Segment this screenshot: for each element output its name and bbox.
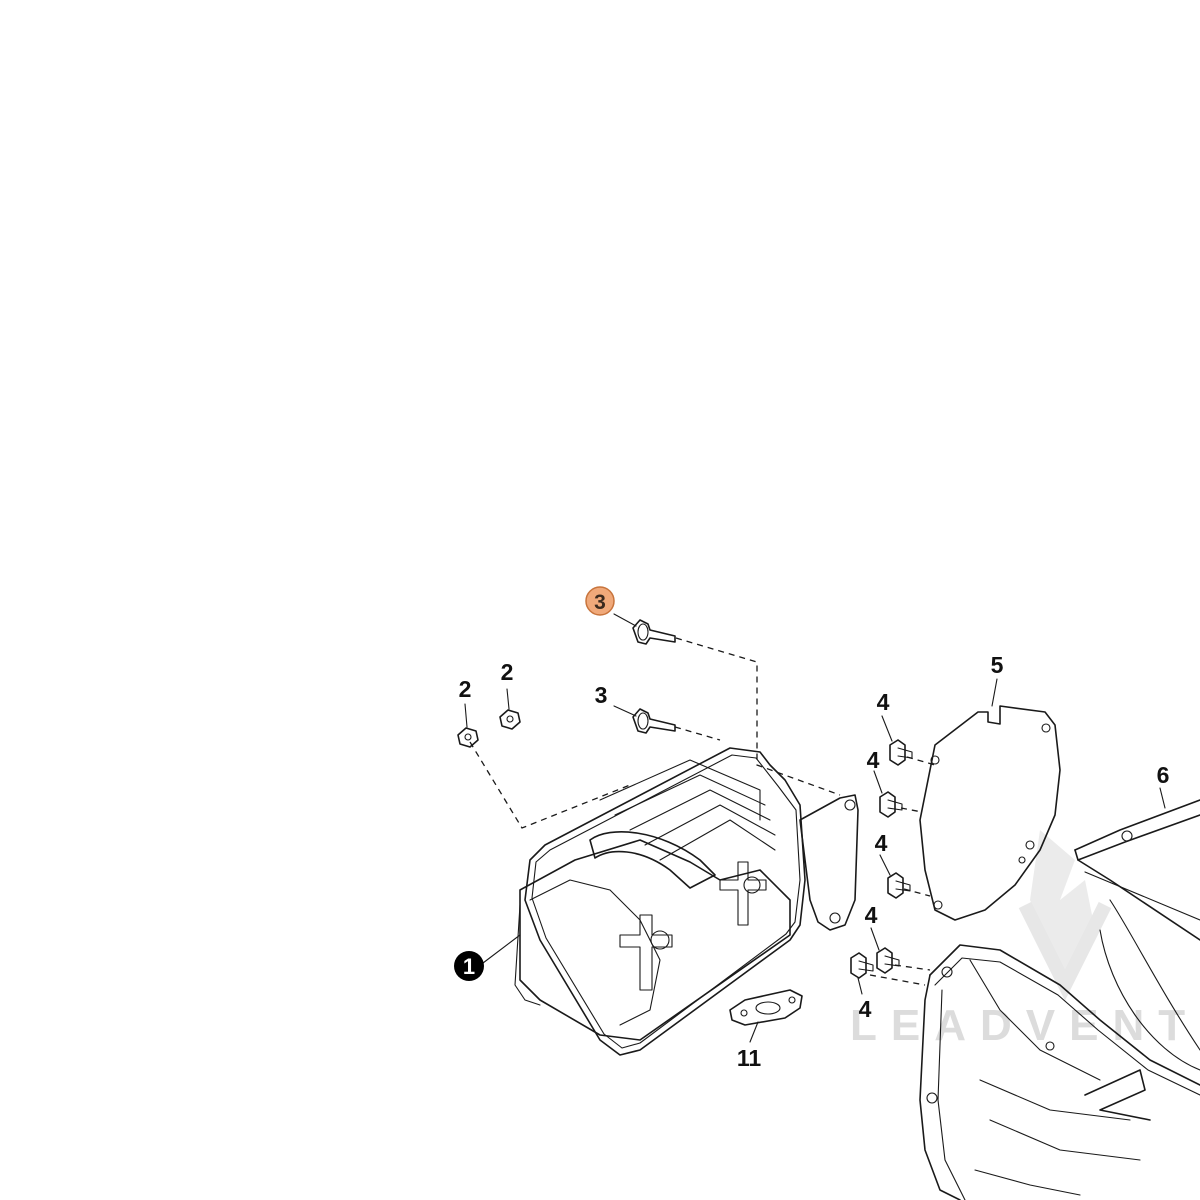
watermark-logo [1018,830,1112,1001]
part-4e-label[interactable]: 4 [859,996,872,1022]
bolt-part-4c [887,872,911,899]
part-5-label[interactable]: 5 [991,652,1004,678]
part-4c-label[interactable]: 4 [875,830,888,856]
bolt-part-3-upper [632,619,676,645]
bolt-part-4e [850,952,874,979]
part-4b-label[interactable]: 4 [867,747,880,773]
callout-labels: 1 2 2 3 3 4 4 4 4 4 5 6 11 [454,586,1170,1071]
bolt-part-4d [876,947,900,974]
part-3-highlight-label[interactable]: 3 [594,591,606,614]
gasket-plate-part-5 [919,705,1061,921]
part-4a-label[interactable]: 4 [877,689,890,715]
blower-housing-part-6 [919,799,1200,1200]
bolt-part-3-lower [632,708,676,734]
nut-part-2a [457,727,479,748]
part-6-label[interactable]: 6 [1157,762,1170,788]
part-2b-label[interactable]: 2 [501,659,514,685]
muffler [514,747,859,1056]
part-11-label[interactable]: 11 [737,1045,762,1071]
assembly-leader-lines [469,637,936,986]
part-1-label[interactable]: 1 [463,954,475,979]
part-3-label[interactable]: 3 [595,682,608,708]
part-2a-label[interactable]: 2 [459,676,472,702]
part-1-badge [454,951,484,981]
bolt-part-4b [879,791,903,818]
part-4d-label[interactable]: 4 [865,902,878,928]
bolt-part-4a [889,739,913,766]
gasket-part-11 [729,989,803,1026]
nut-part-2b [499,709,521,730]
callout-leader-lines [464,613,1166,1043]
part-3-highlight-badge [585,586,615,616]
watermark-text: LEADVENTU [850,1001,1200,1050]
